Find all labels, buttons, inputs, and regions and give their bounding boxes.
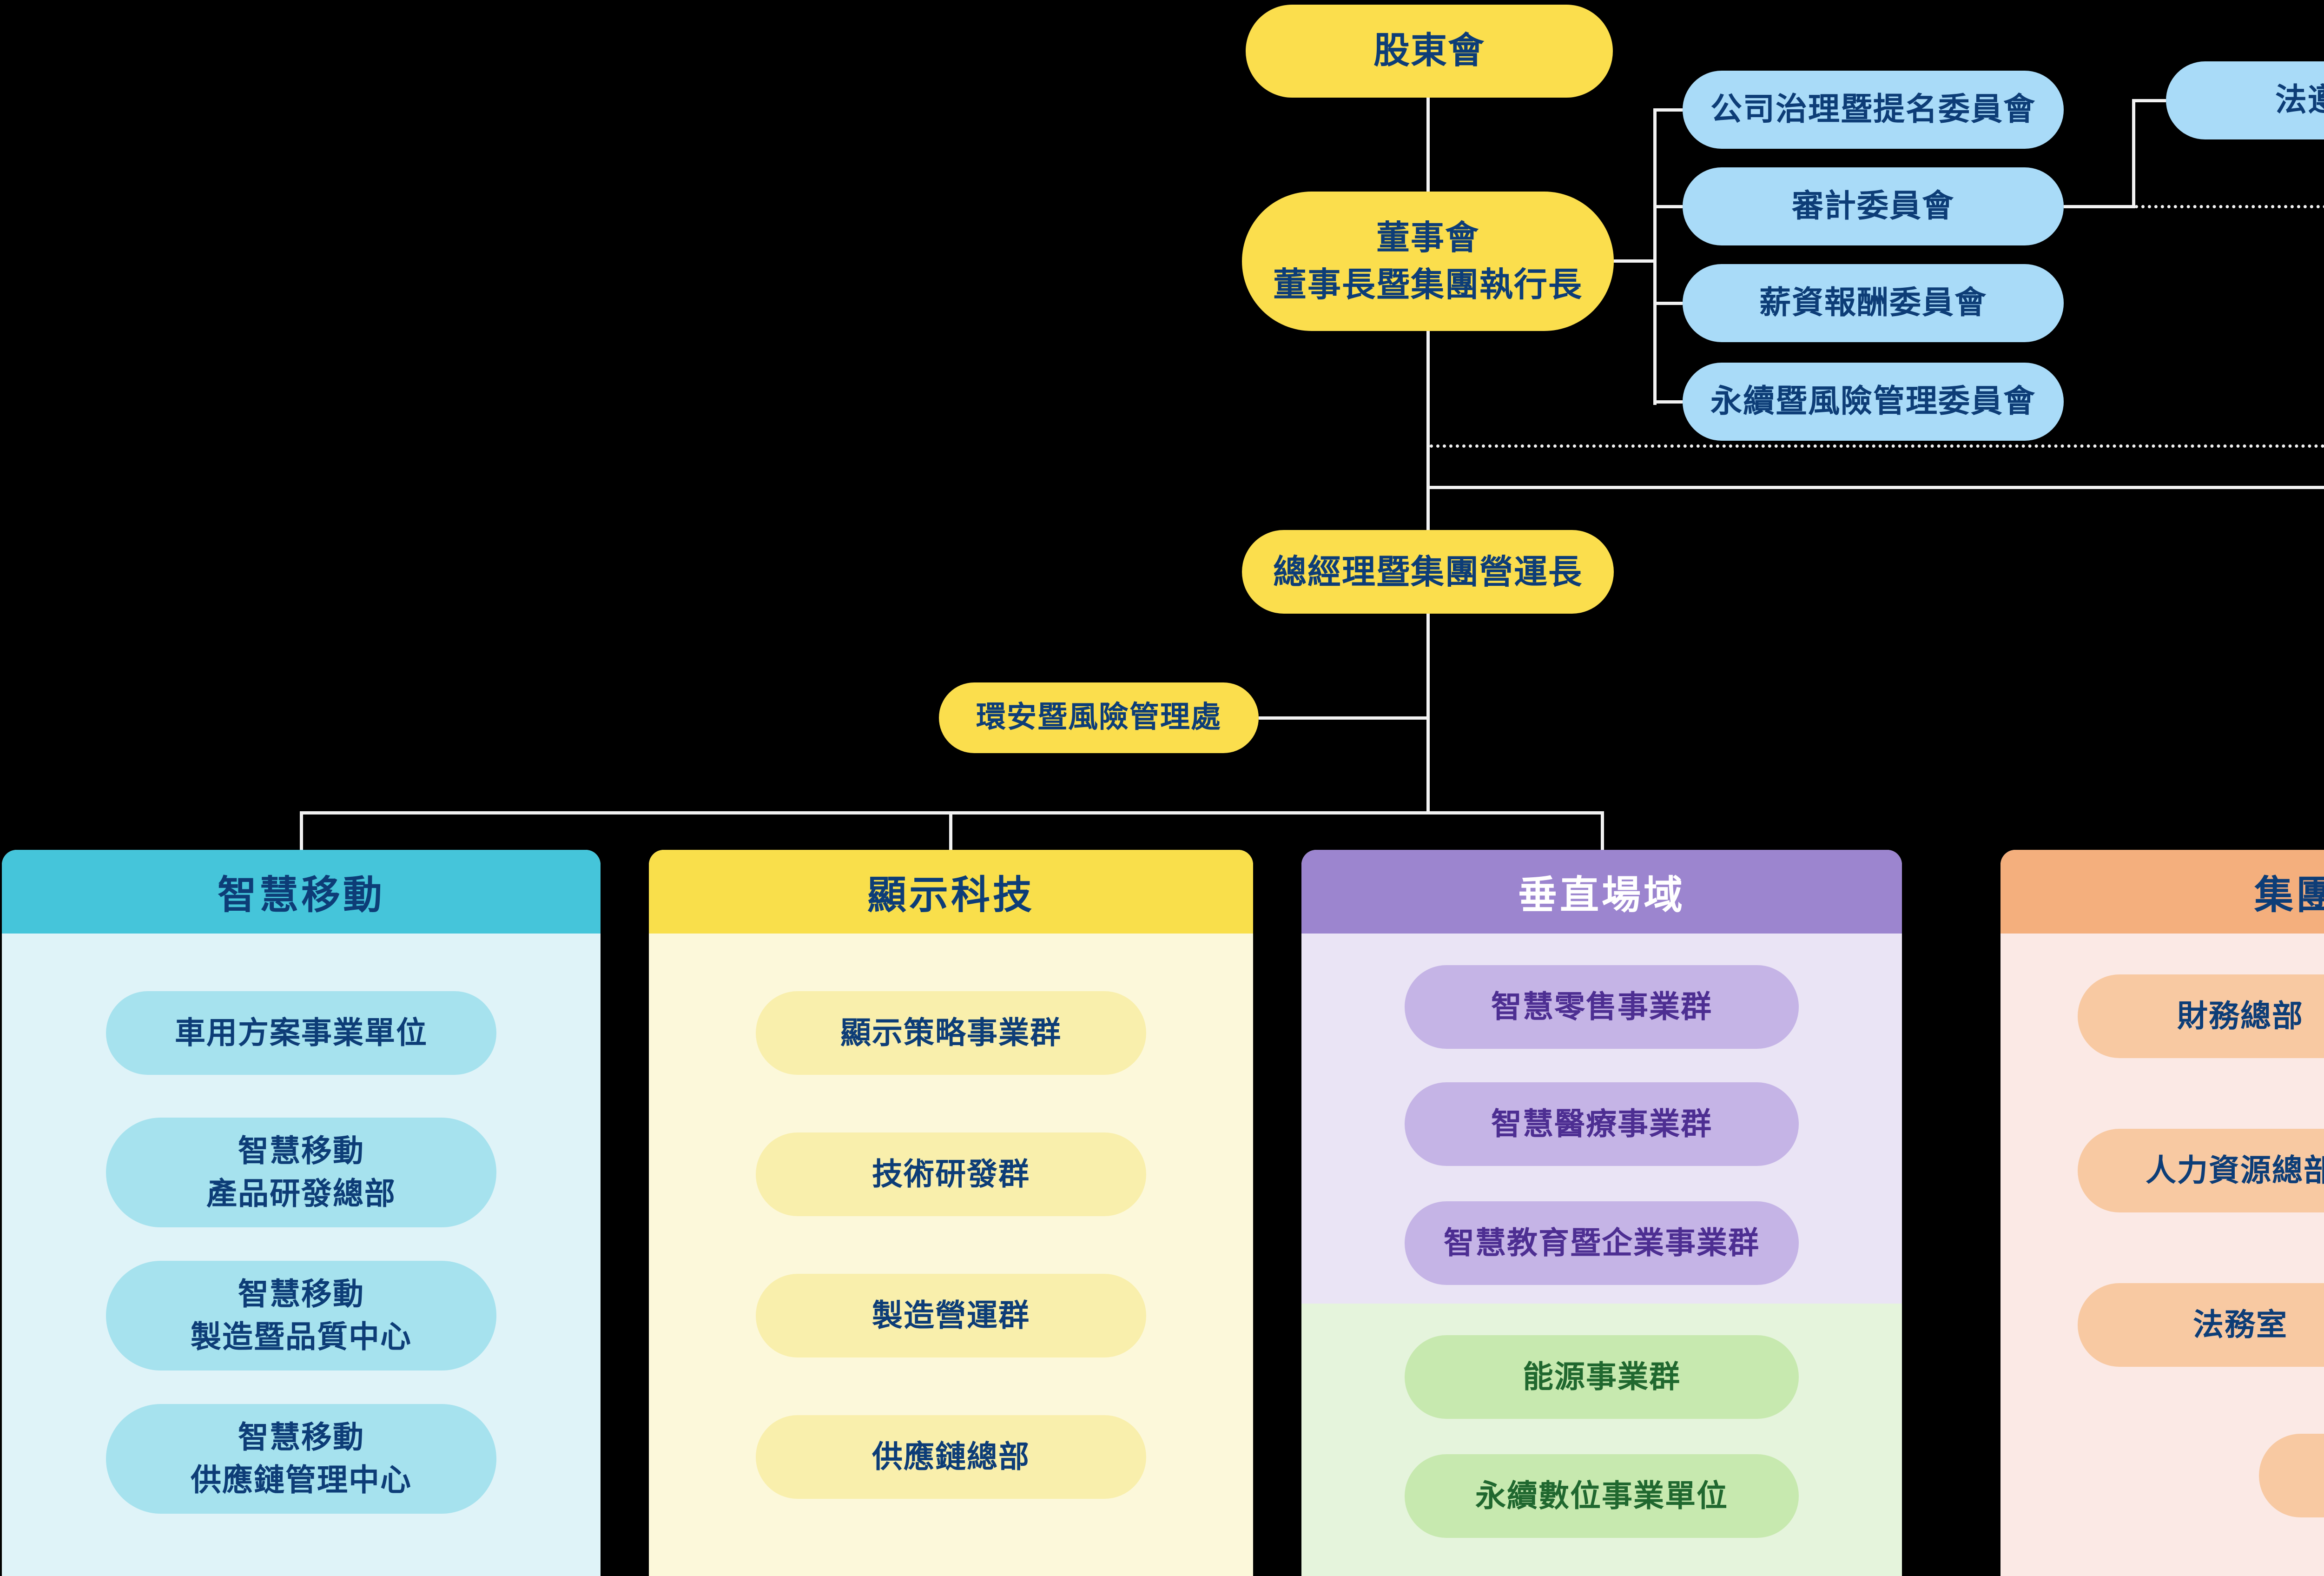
division-group-support-header: 集團營運支援單位 <box>2000 850 2324 934</box>
unit-smart-education-enterprise: 智慧教育暨企業事業群 <box>1405 1201 1799 1285</box>
division-smart-mobility-header: 智慧移動 <box>2 850 601 934</box>
connector-drop-smart-mobility <box>300 811 303 850</box>
unit-legal-office: 法務室 <box>2078 1283 2324 1367</box>
node-committee-audit: 審計委員會 <box>1683 167 2064 245</box>
unit-automotive-solutions: 車用方案事業單位 <box>106 991 496 1075</box>
unit-sm-manufacturing-quality: 智慧移動 製造暨品質中心 <box>106 1261 496 1371</box>
connector-committee-4 <box>1653 400 1683 404</box>
connector-board-coo <box>1426 331 1430 530</box>
unit-sm-supply-chain: 智慧移動 供應鏈管理中心 <box>106 1404 496 1514</box>
unit-energy: 能源事業群 <box>1405 1335 1799 1419</box>
connector-audit-advisor-v <box>2132 99 2135 208</box>
unit-finance-hq: 財務總部 <box>2078 974 2324 1058</box>
unit-sustainable-digital: 永續數位事業單位 <box>1405 1454 1799 1538</box>
connector-drop-display <box>949 811 952 850</box>
connector-audit-advisor-h2 <box>2132 99 2166 102</box>
connector-shareholders-board <box>1426 98 1430 192</box>
connector-board-support-h <box>1426 486 2324 489</box>
node-committee-governance-nomination: 公司治理暨提名委員會 <box>1683 71 2064 149</box>
unit-display-strategy: 顯示策略事業群 <box>756 991 1146 1075</box>
division-vertical-domains-header: 垂直場域 <box>1301 850 1902 934</box>
connector-committee-3 <box>1653 302 1683 305</box>
unit-audit-management-office: 稽核管理處 <box>2259 1434 2324 1517</box>
unit-supply-chain-hq: 供應鏈總部 <box>756 1415 1146 1499</box>
node-president-coo: 總經理暨集團營運長 <box>1242 530 1614 614</box>
unit-manufacturing-operations: 製造營運群 <box>756 1274 1146 1357</box>
unit-technology-rd: 技術研發群 <box>756 1132 1146 1216</box>
connector-board-committees <box>1614 259 1655 263</box>
unit-hr-hq: 人力資源總部 <box>2078 1129 2324 1212</box>
node-ehs-risk-office: 環安暨風險管理處 <box>939 682 1259 753</box>
dotted-advisor-to-stem <box>1430 444 2324 448</box>
connector-coo-divisions <box>1426 614 1430 813</box>
connector-committee-bracket <box>1653 108 1657 405</box>
unit-sm-product-rd-hq: 智慧移動 產品研發總部 <box>106 1118 496 1227</box>
connector-committee-2 <box>1653 205 1683 208</box>
node-committee-sustainability-risk: 永續暨風險管理委員會 <box>1683 363 2064 441</box>
connector-drop-vertical <box>1601 811 1604 850</box>
division-display-technology-header: 顯示科技 <box>649 850 1253 934</box>
connector-audit-advisor-h1 <box>2064 205 2135 208</box>
dotted-audit-right <box>2135 205 2324 208</box>
unit-smart-retail: 智慧零售事業群 <box>1405 965 1799 1049</box>
connector-committee-1 <box>1653 108 1683 112</box>
node-board-chairman-ceo: 董事會 董事長暨集團執行長 <box>1242 192 1614 331</box>
unit-smart-medical: 智慧醫療事業群 <box>1405 1082 1799 1166</box>
connector-ehs <box>1259 716 1428 720</box>
node-shareholders: 股東會 <box>1246 5 1613 98</box>
node-committee-compensation: 薪資報酬委員會 <box>1683 264 2064 342</box>
node-chief-compliance-advisor: 法遵總顧問 <box>2166 61 2324 139</box>
